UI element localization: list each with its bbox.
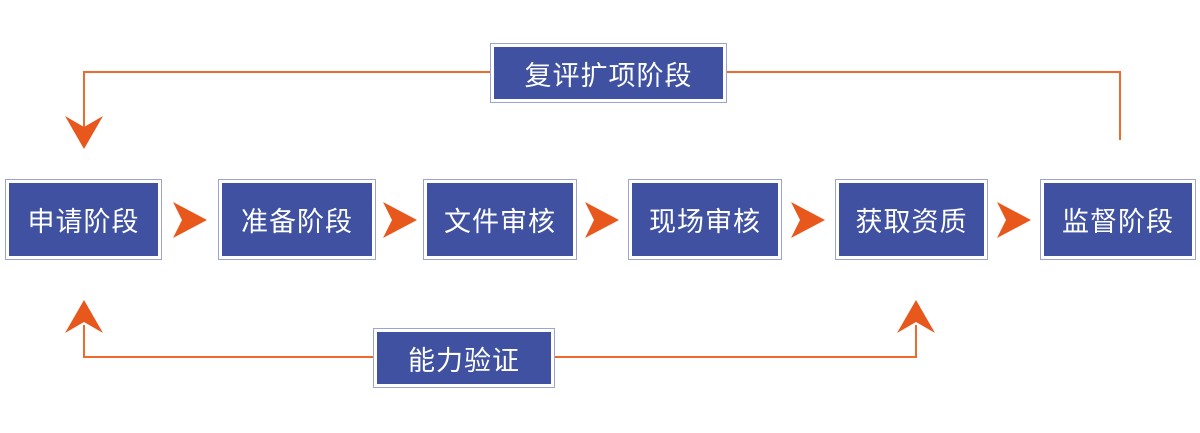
step-label: 现场审核 [632,183,778,256]
flow-chevron-icon-3 [585,202,619,238]
flow-chevron-icon-4 [791,202,825,238]
flow-chevron-icon-1 [173,202,207,238]
reassessment-extension-label-box: 复评扩项阶段 [490,43,727,103]
step-box-document-review: 文件审核 [423,179,577,260]
step-label: 准备阶段 [222,183,372,256]
flow-chevron-icon-5 [997,202,1031,238]
step-label: 监督阶段 [1044,183,1192,256]
step-label: 申请阶段 [9,183,158,256]
flow-chevron-icon-2 [383,202,417,238]
step-box-obtain-qualification: 获取资质 [835,179,988,260]
arrowhead-down-icon [65,116,103,149]
arrowhead-up-left-icon [65,300,103,333]
step-box-apply: 申请阶段 [5,179,162,260]
proficiency-testing-label-box: 能力验证 [373,328,555,388]
loop-label: 复评扩项阶段 [494,47,723,99]
loop-label: 能力验证 [377,332,551,384]
step-label: 文件审核 [427,183,573,256]
step-box-prepare: 准备阶段 [218,179,376,260]
step-label: 获取资质 [839,183,984,256]
arrowhead-up-right-icon [897,300,935,333]
step-box-site-review: 现场审核 [628,179,782,260]
step-box-supervision: 监督阶段 [1040,179,1196,260]
